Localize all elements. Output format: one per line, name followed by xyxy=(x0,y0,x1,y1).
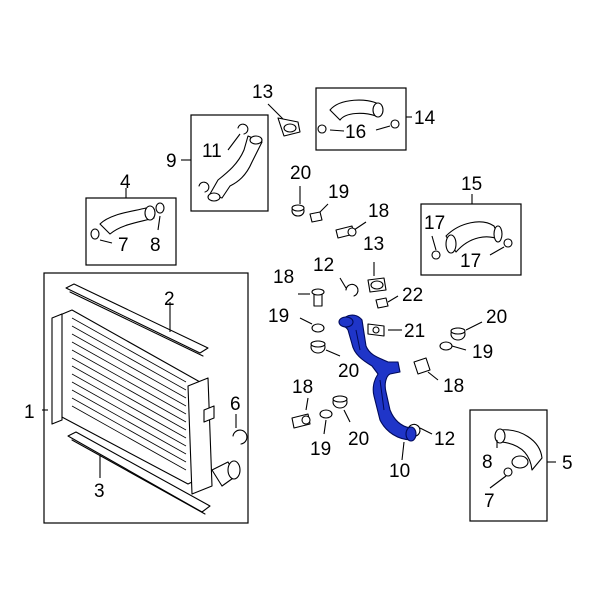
callout-12a: 12 xyxy=(313,255,334,276)
callout-17b: 17 xyxy=(460,251,481,272)
stud-22 xyxy=(375,297,389,309)
callout-18c: 18 xyxy=(443,376,464,397)
callout-2: 2 xyxy=(164,289,175,310)
hose-14 xyxy=(329,99,379,121)
callout-20b: 20 xyxy=(338,361,359,382)
lower-air-guide xyxy=(67,431,211,513)
callout-5: 5 xyxy=(562,453,573,474)
callout-19a: 19 xyxy=(328,182,349,203)
callout-8b: 8 xyxy=(482,452,493,473)
callout-20a: 20 xyxy=(290,163,311,184)
callout-8a: 8 xyxy=(150,235,161,256)
hose-clamp-6 xyxy=(232,429,248,445)
callout-11: 11 xyxy=(202,141,222,162)
callout-20d: 20 xyxy=(348,429,369,450)
right-tank xyxy=(187,377,213,495)
group-box-5 xyxy=(469,409,548,522)
left-tank xyxy=(51,313,63,425)
group-box-1 xyxy=(43,272,249,524)
callout-20c: 20 xyxy=(486,307,507,328)
callout-7a: 7 xyxy=(118,235,129,256)
charge-air-pipe-10 xyxy=(338,314,417,442)
washer-19-right xyxy=(439,341,453,351)
washer-19-left xyxy=(311,323,325,333)
callout-4: 4 xyxy=(120,172,131,193)
core-fins xyxy=(71,317,187,471)
callout-15: 15 xyxy=(461,174,482,195)
callout-10: 10 xyxy=(389,461,410,482)
callout-18b: 18 xyxy=(273,267,294,288)
callout-19c: 19 xyxy=(472,342,493,363)
callout-13b: 13 xyxy=(363,234,384,255)
callout-19d: 19 xyxy=(310,439,331,460)
callout-18d: 18 xyxy=(292,377,313,398)
upper-air-guide xyxy=(65,283,209,354)
callout-22: 22 xyxy=(402,285,423,306)
callout-17a: 17 xyxy=(424,213,445,234)
callout-6: 6 xyxy=(230,394,241,415)
callout-16: 16 xyxy=(345,122,366,143)
hose-5 xyxy=(499,429,543,471)
bolt-18-right xyxy=(413,357,431,375)
callout-12b: 12 xyxy=(434,429,455,450)
callout-7b: 7 xyxy=(484,491,495,512)
group-box-14 xyxy=(315,87,407,151)
pipe-9 xyxy=(209,135,263,199)
intercooler-assembly xyxy=(43,272,249,524)
callout-labels: 1 2 3 4 5 6 7 7 8 8 9 10 11 12 12 13 13 … xyxy=(24,82,573,512)
callout-18a: 18 xyxy=(368,201,389,222)
callout-1: 1 xyxy=(24,402,35,423)
group-box-15 xyxy=(420,203,522,276)
callout-21: 21 xyxy=(404,321,425,342)
clamp-12-upper xyxy=(345,283,359,297)
callout-19b: 19 xyxy=(268,306,289,327)
washer-19-lower xyxy=(319,409,333,419)
callout-9: 9 xyxy=(166,151,177,172)
group-box-9 xyxy=(190,114,269,212)
callout-14: 14 xyxy=(414,108,436,129)
callout-13a: 13 xyxy=(252,82,273,103)
washer-19-top xyxy=(309,211,323,223)
group-box-4 xyxy=(85,197,177,266)
callout-3: 3 xyxy=(94,481,105,502)
